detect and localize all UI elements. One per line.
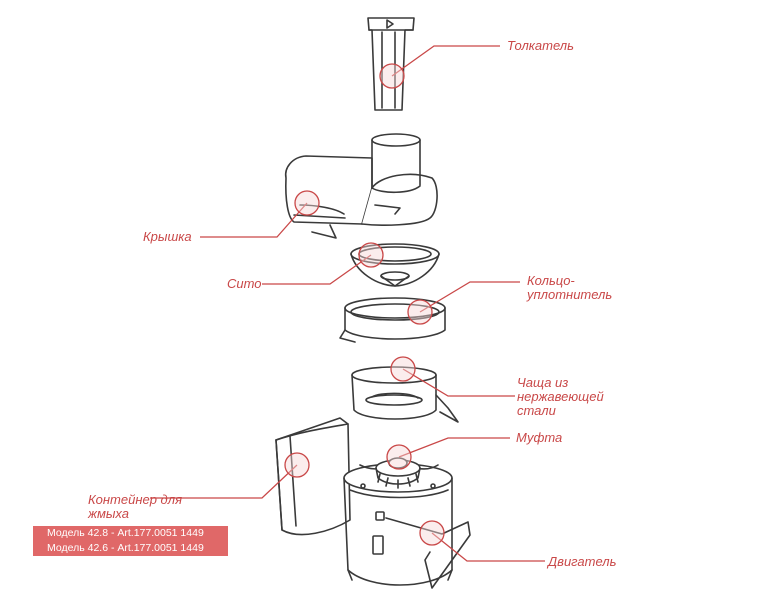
- motor-icon: [343, 463, 471, 589]
- leader-line-motor: [431, 532, 545, 562]
- marker-lid: [294, 190, 320, 216]
- leader-line-sieve: [262, 254, 372, 285]
- label-pulp-container: Контейнер для жмыха: [88, 492, 183, 521]
- marker-bowl: [390, 356, 416, 382]
- model-tag-42-8: Модель 42.8 - Art.177.0051 1449: [33, 526, 228, 541]
- part-markers: [284, 63, 445, 546]
- label-pusher: Толкатель: [507, 38, 574, 53]
- marker-motor: [419, 520, 445, 546]
- label-lid: Крышка: [143, 229, 192, 244]
- lid-icon: [284, 133, 438, 239]
- label-bowl: Чаща из нержавеющей стали: [517, 375, 604, 418]
- leader-lines: [150, 45, 545, 562]
- pulp-container-icon: [275, 417, 351, 536]
- leader-line-pusher: [391, 45, 500, 77]
- leader-line-bowl: [402, 368, 515, 397]
- model-tag-42-6: Модель 42.6 - Art.177.0051 1449: [33, 541, 228, 556]
- marker-coupling: [386, 444, 412, 470]
- sieve-icon: [350, 243, 440, 287]
- marker-pusher: [379, 63, 405, 89]
- seal-ring-icon: [339, 297, 446, 343]
- label-seal-ring: Кольцо-уплотнитель: [527, 273, 613, 302]
- marker-seal-ring: [407, 299, 433, 325]
- label-motor: Двигатель: [548, 554, 617, 569]
- leader-line-coupling: [398, 437, 510, 458]
- marker-sieve: [358, 242, 384, 268]
- leader-line-lid: [200, 202, 308, 238]
- marker-pulp-container: [284, 452, 310, 478]
- label-sieve: Сито: [227, 276, 262, 291]
- leader-line-seal-ring: [419, 281, 520, 313]
- leader-line-pulp-container: [150, 464, 298, 499]
- label-coupling: Муфта: [516, 430, 563, 445]
